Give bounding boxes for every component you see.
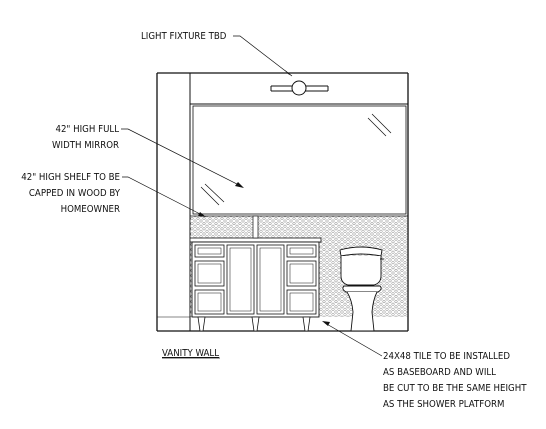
shelf-note-line-2: CAPPED IN WOOD BY <box>29 188 121 199</box>
toilet <box>339 246 384 332</box>
mirror-note-line-1: 42" HIGH FULL <box>55 124 119 135</box>
view-title: VANITY WALL <box>162 348 219 359</box>
tile-note-line-1: 24X48 TILE TO BE INSTALLED <box>383 351 510 362</box>
mirror <box>192 105 407 215</box>
vanity-cabinet <box>189 215 322 332</box>
tile-note-line-3: BE CUT TO BE THE SAME HEIGHT <box>383 383 527 394</box>
wall-outline <box>156 72 409 332</box>
tile-note-line-2: AS BASEBOARD AND WILL <box>383 367 496 378</box>
light-fixture-note: LIGHT FIXTURE TBD <box>141 31 227 42</box>
shelf-note-line-1: 42" HIGH SHELF TO BE <box>21 172 120 183</box>
mirror-note-line-2: WIDTH MIRROR <box>52 140 119 151</box>
tile-note-line-4: AS THE SHOWER PLATFORM <box>383 399 504 410</box>
light-fixture-symbol <box>270 80 329 96</box>
leader-lines <box>121 35 383 357</box>
shelf-note-line-3: HOMEOWNER <box>61 204 120 215</box>
